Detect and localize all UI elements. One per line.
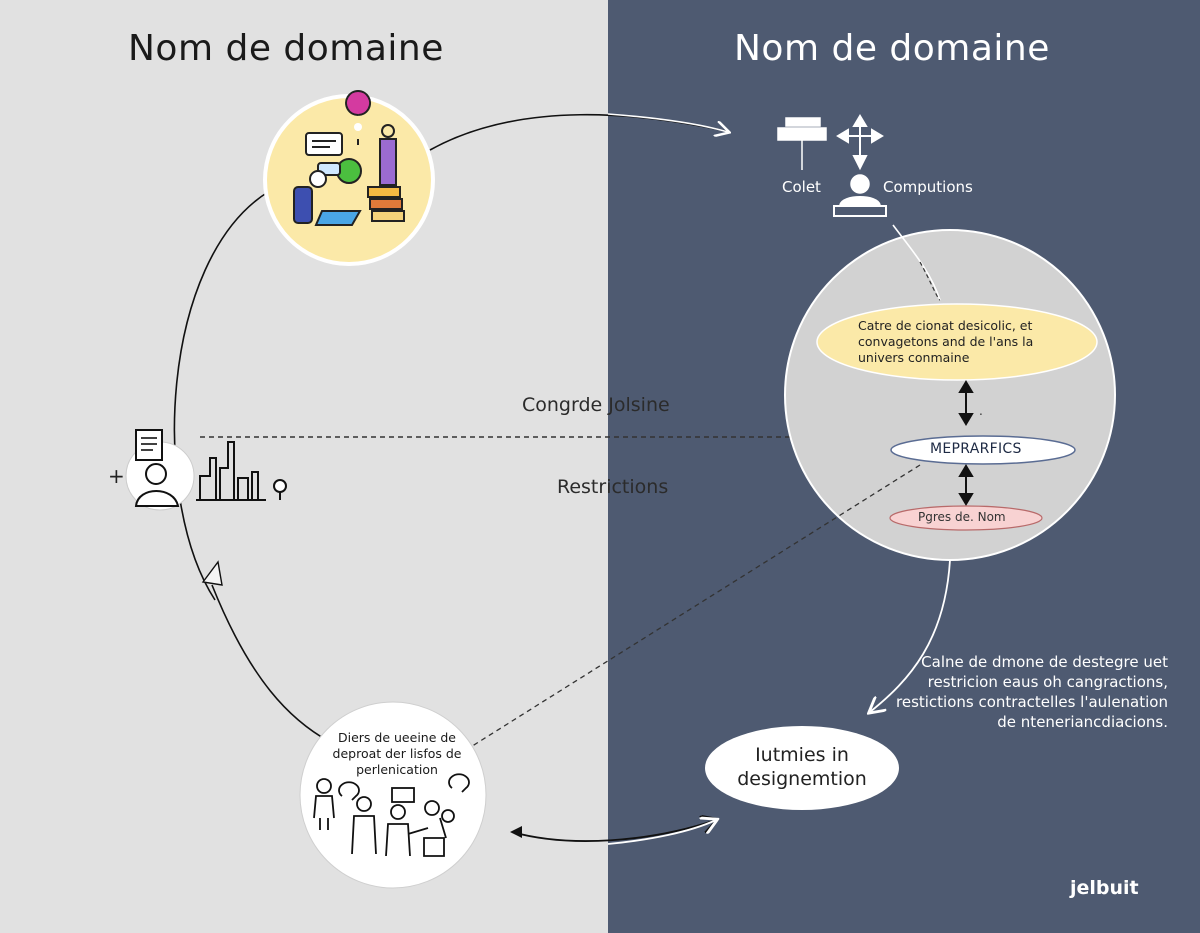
cycle-arc-bottom [211,584,331,743]
definition-oval-text: Catre de cionat desicolic, et convageton… [858,318,1034,365]
people-icons [313,773,470,857]
secondary-pill-label: Pgres de. Nom [918,510,1006,524]
designation-oval [705,726,899,810]
svg-text:+: + [108,464,125,488]
bottom-circle [299,701,487,889]
server-icon [777,117,827,170]
right-description: Calne de dmone de destegre uet restricio… [896,653,1168,731]
cycle-arrowhead [201,560,223,586]
double-arrow-top [958,380,974,426]
right-title: Nom de domaine [734,28,1050,69]
dashed-link-diagonal [449,464,921,761]
svg-text:.: . [979,404,983,418]
brand-logo: jelbuit [1070,877,1139,899]
icon-label-left: Colet [782,178,821,196]
icon-label-right: Computions [883,178,973,196]
people-learning-icon [293,90,405,226]
cross-arrows-icon [836,114,884,171]
designation-label: Iutmies in designemtion [737,744,867,790]
cycle-arc-left [173,191,269,601]
secondary-pill-shape [889,505,1043,531]
definition-oval [816,303,1098,381]
top-flow-arrow [429,113,731,151]
circle-to-designation-arrow [870,559,951,712]
primary-pill-label: MEPRARFICS [930,441,1022,457]
mid-label-top: Congrde Jolsine [522,394,670,416]
double-arrow-bottom [958,464,974,506]
user-desk-icon [833,174,887,217]
bottom-circle-text: Diers de ueeine de deproat der lisfos de… [332,730,462,777]
primary-pill-shape [890,435,1076,465]
left-title: Nom de domaine [128,28,444,69]
bottom-double-arrow [511,820,716,842]
mid-label-bottom: Restrictions [557,476,669,498]
link-icons-to-circle [892,224,941,301]
person-city-icon: + [108,429,287,511]
